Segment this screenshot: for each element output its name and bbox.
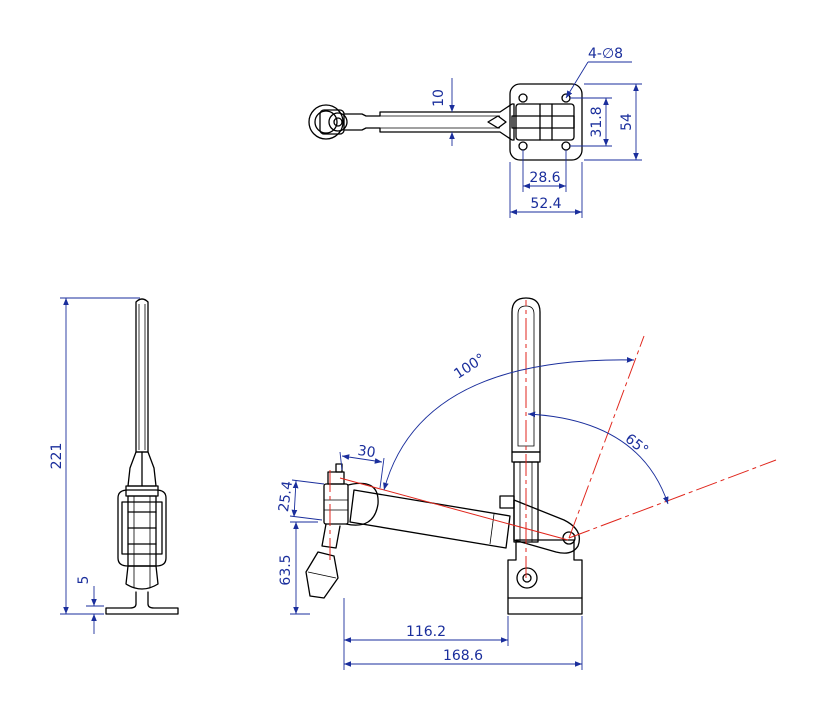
- front-base: [507, 539, 583, 615]
- end-view-dimensions: 221 5: [49, 297, 140, 634]
- front-view: 100° 65° 30 25.4 63.5 116.: [276, 297, 777, 670]
- front-linear-dimensions: 30 25.4 63.5 116.2 168.6: [276, 443, 583, 670]
- front-handle: [499, 297, 581, 554]
- dim-base-height: 54: [619, 113, 635, 131]
- dim-spindle-offset: 30: [357, 443, 377, 461]
- end-view: 221 5: [49, 297, 179, 634]
- end-view-body: [105, 298, 179, 615]
- dim-angle-handle: 65°: [622, 431, 651, 459]
- dim-spindle-dia: 25.4: [276, 480, 296, 513]
- dim-hole-spec: 4-∅8: [588, 46, 623, 62]
- dim-reach-168: 168.6: [443, 648, 483, 664]
- dim-reach-116: 116.2: [406, 624, 446, 640]
- dim-spindle-height: 63.5: [278, 554, 294, 585]
- front-spindle: [305, 463, 349, 599]
- top-dimensions: 10 4-∅8 31.8 54 28.6 52.4: [431, 46, 642, 218]
- top-arm: [343, 103, 515, 141]
- top-base-plate: [509, 83, 583, 161]
- dim-bar-width: 10: [431, 89, 447, 107]
- dim-hole-spacing-v: 31.8: [589, 106, 605, 137]
- top-spindle: [308, 104, 348, 140]
- dim-base-thickness: 5: [76, 576, 92, 585]
- dim-total-height: 221: [49, 443, 65, 470]
- dim-hole-spacing-h: 28.6: [529, 170, 560, 186]
- dim-angle-open: 100°: [451, 351, 488, 383]
- top-view: 10 4-∅8 31.8 54 28.6 52.4: [308, 46, 642, 218]
- front-arm: [343, 482, 511, 549]
- front-centerlines: [329, 300, 777, 578]
- dim-base-width: 52.4: [530, 196, 561, 212]
